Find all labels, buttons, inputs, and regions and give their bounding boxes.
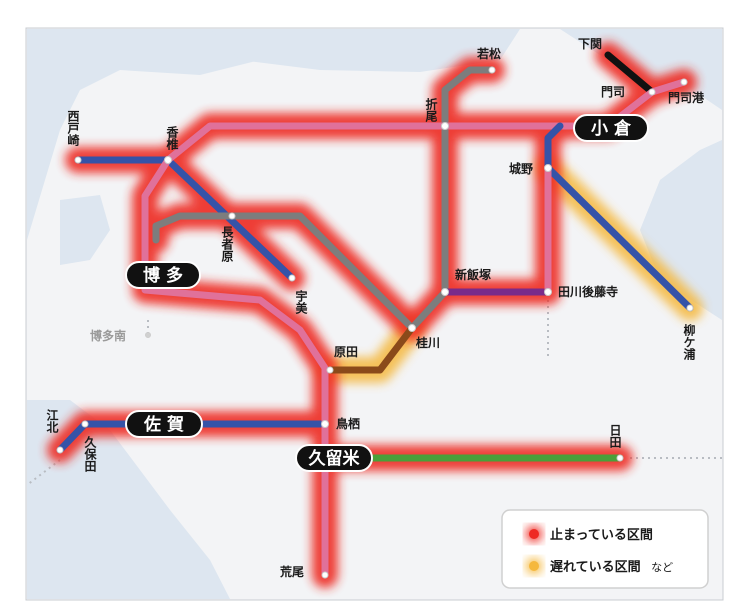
legend-delayed-label: 遅れている区間 — [550, 560, 641, 575]
station-harada: 原田 — [334, 345, 358, 359]
station-arao: 荒尾 — [279, 564, 304, 579]
svg-text:柳ケ浦: 柳ケ浦 — [682, 323, 696, 361]
station-dots — [56, 66, 694, 579]
svg-text:折尾: 折尾 — [424, 97, 438, 123]
line-chikuho-harada — [326, 324, 416, 374]
major-station-hakata: 博 多 — [125, 261, 201, 289]
svg-text:久保田: 久保田 — [83, 435, 97, 473]
station-kubota: 久保田 — [83, 435, 97, 473]
station-shimonoseki: 下関 — [578, 37, 602, 51]
line-hitahiko — [544, 122, 564, 172]
station-orio: 折尾 — [424, 97, 438, 123]
svg-text:西戸崎: 西戸崎 — [66, 110, 80, 147]
station-moji: 門司 — [601, 85, 625, 99]
major-station-kokura: 小 倉 — [573, 114, 649, 142]
line-kubota — [56, 420, 89, 454]
station-chojabaru: 長者原 — [220, 225, 234, 263]
svg-text:香椎: 香椎 — [165, 125, 179, 151]
station-keisen: 桂川 — [415, 335, 440, 350]
line-sanyo — [604, 51, 656, 96]
station-nishitozaki: 西戸崎 — [66, 110, 80, 147]
station-johno: 城野 — [509, 161, 533, 176]
line-wakamatsu — [441, 66, 496, 130]
svg-text:日田: 日田 — [608, 424, 622, 449]
station-kashii: 香椎 — [165, 125, 179, 151]
svg-text:宇美: 宇美 — [294, 289, 308, 315]
svg-text:江北: 江北 — [45, 408, 59, 434]
major-station-saga: 佐 賀 — [125, 410, 203, 438]
station-kouhoku: 江北 — [45, 408, 59, 434]
station-hita: 日田 — [608, 424, 622, 449]
line-kagoshima-south — [141, 156, 329, 579]
legend-delayed-suffix: など — [651, 561, 673, 574]
station-tagawagotoji: 田川後藤寺 — [558, 284, 618, 299]
saga-label: 佐 賀 — [143, 414, 184, 435]
major-station-kurume: 久留米 — [295, 444, 373, 472]
hakata-label: 博 多 — [143, 265, 183, 286]
line-sasaguri — [152, 212, 416, 332]
station-mojiko: 門司港 — [668, 90, 705, 105]
svg-text:長者原: 長者原 — [220, 225, 234, 263]
station-hakataminami: 博多南 — [90, 328, 126, 343]
svg-text:荒尾: 荒尾 — [279, 564, 304, 579]
legend-stopped-label: 止まっている区間 — [550, 527, 653, 543]
kurume-label: 久留米 — [309, 448, 361, 469]
station-umi: 宇美 — [294, 289, 308, 315]
station-wakamatsu: 若松 — [476, 46, 501, 61]
legend-delayed-row: 遅れている区間 など — [550, 560, 673, 575]
station-yanagigaura: 柳ケ浦 — [682, 323, 696, 361]
sea-areas — [27, 29, 722, 599]
legend-box: 止まっている区間 遅れている区間 など — [501, 509, 709, 589]
station-tosu: 鳥栖 — [336, 416, 360, 431]
line-nippo — [544, 164, 694, 312]
station-shiniizuka: 新飯塚 — [455, 267, 491, 282]
kokura-label: 小 倉 — [591, 118, 632, 139]
